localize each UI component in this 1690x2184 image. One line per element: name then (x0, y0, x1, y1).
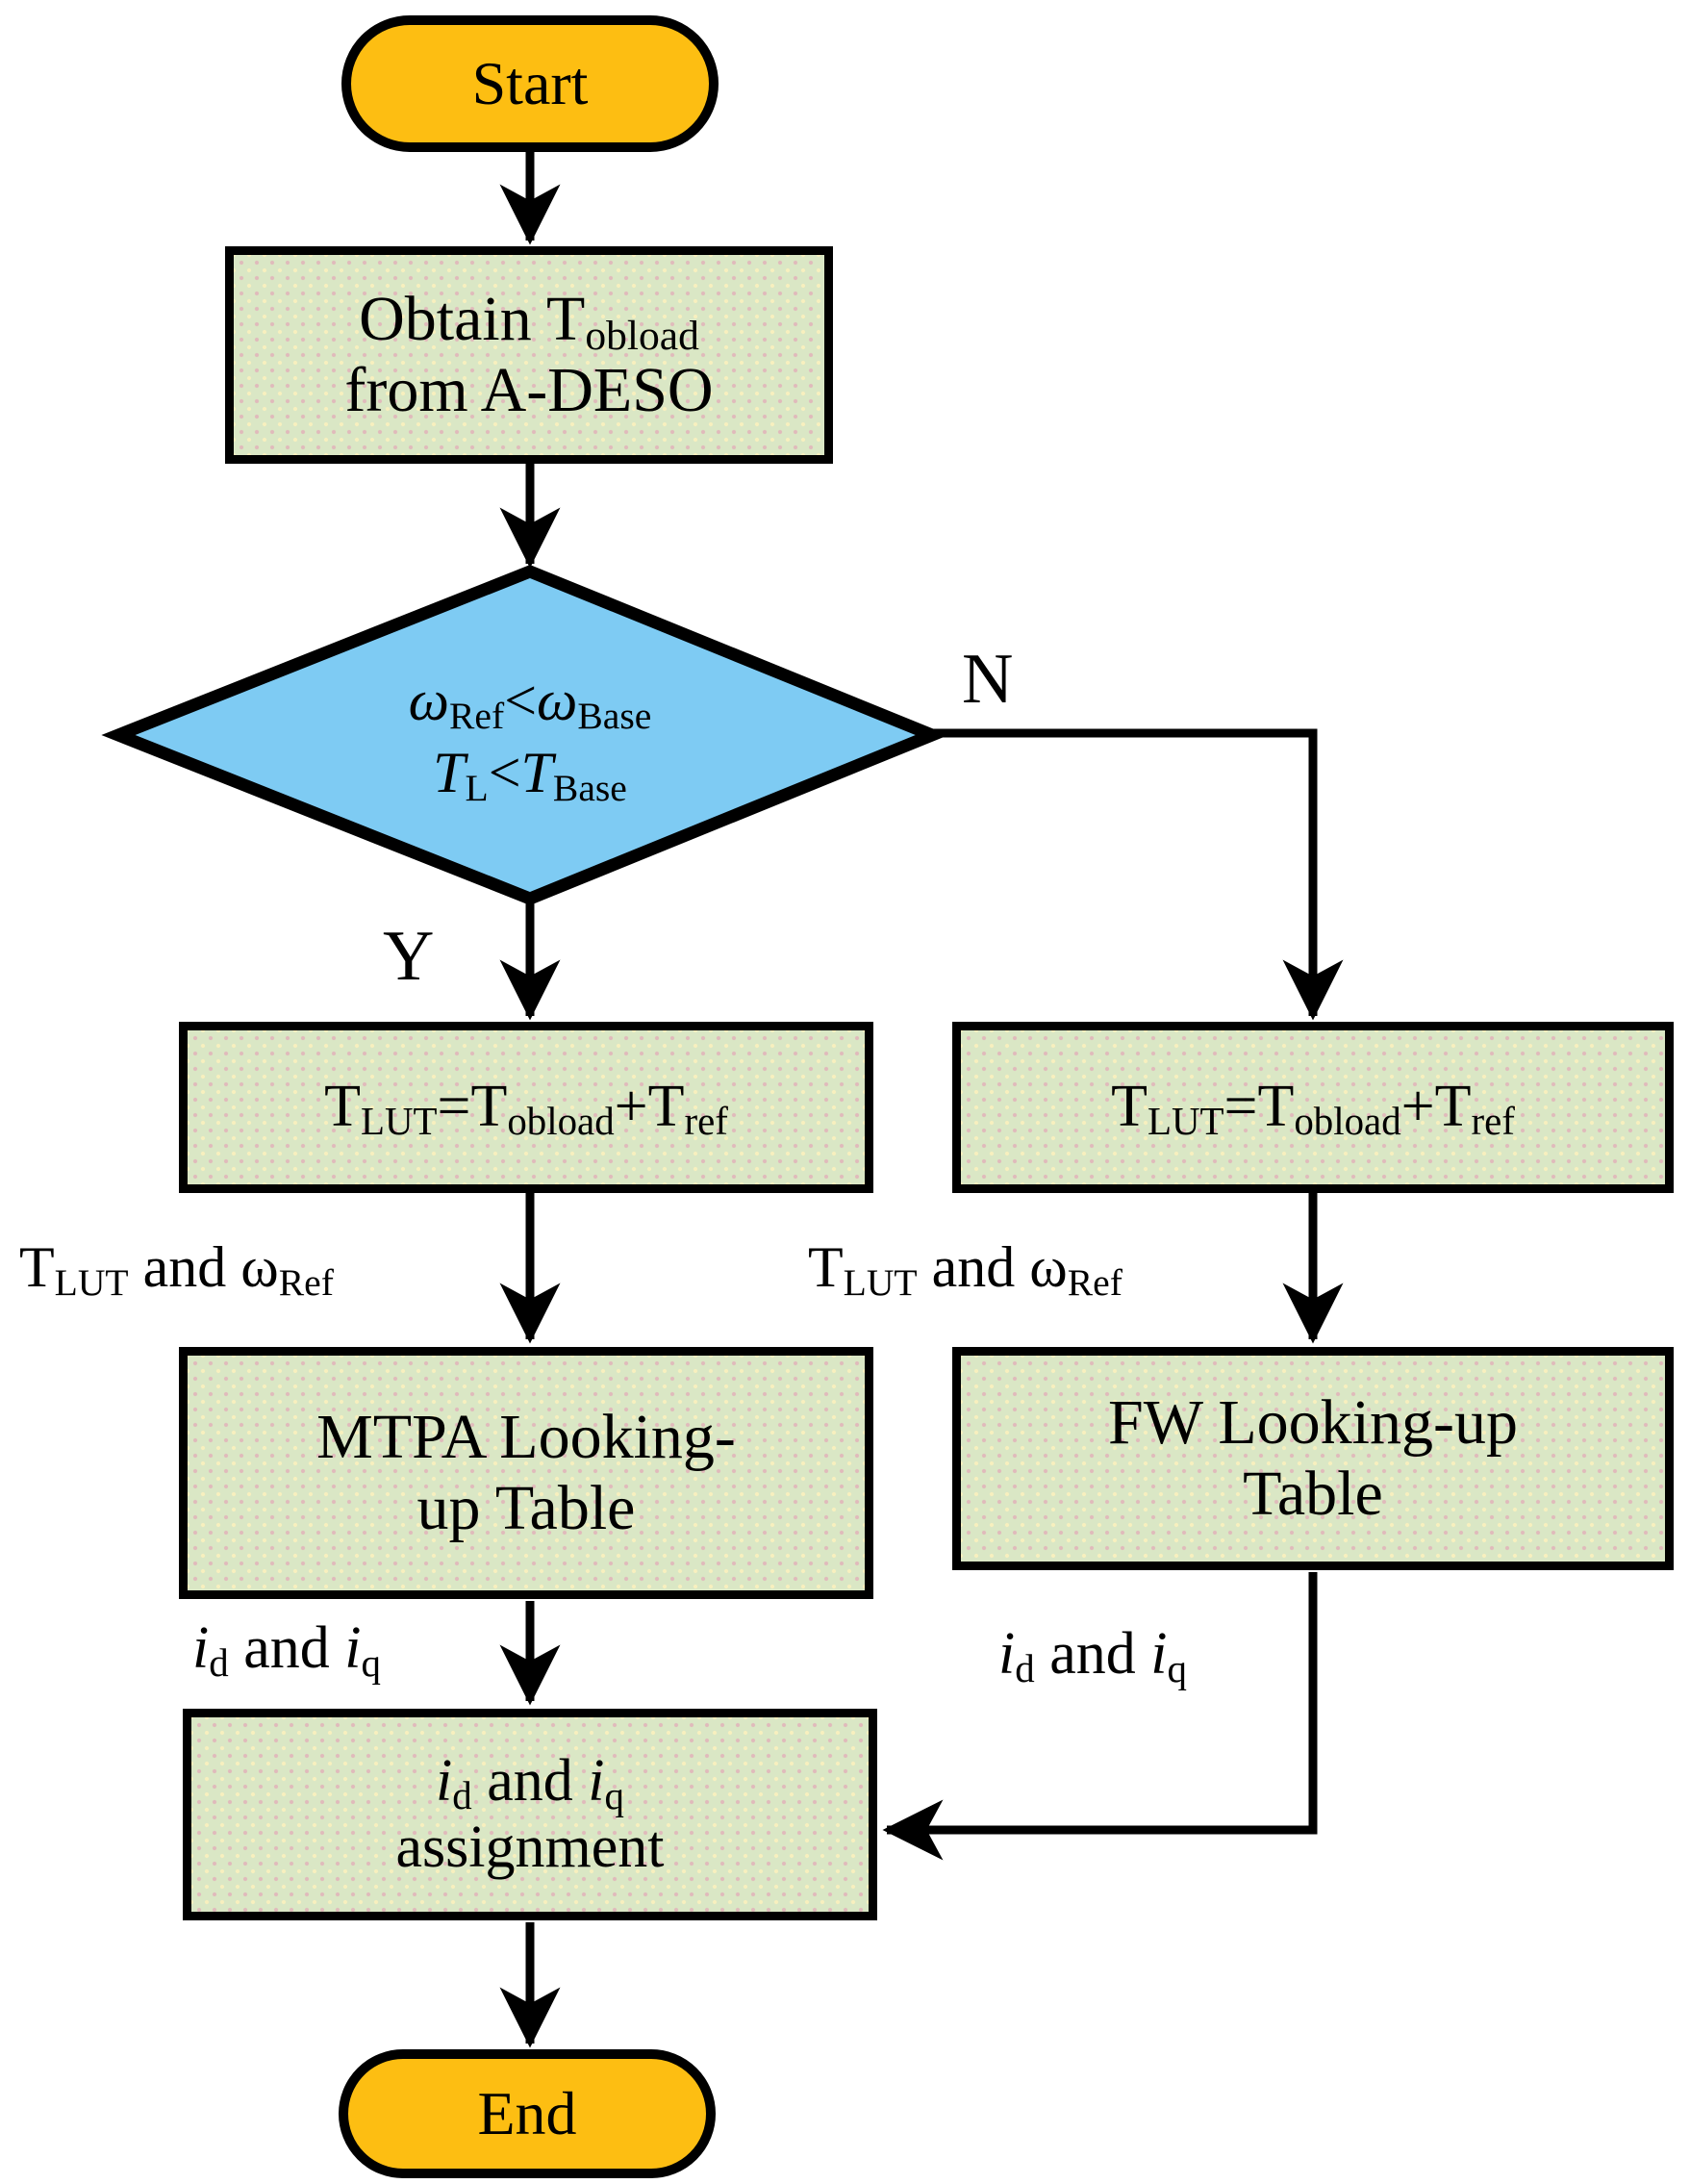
branch-label-yes: Y (383, 917, 435, 996)
arrow-fw-to-assignment (882, 1572, 1318, 1861)
lut-wref-label-left: TLUT and ωRef (19, 1235, 334, 1304)
idq-label-left: id and iq (192, 1615, 381, 1685)
end-label: End (477, 2079, 577, 2148)
branch-label-no: N (962, 640, 1014, 719)
lut-wref-label-right: TLUT and ωRef (808, 1235, 1122, 1304)
idq-label-right: id and iq (998, 1621, 1187, 1690)
tlut-formula-right-node: TLUT=Tobload+Tref (952, 1022, 1674, 1193)
mtpa-lookup-table-node: MTPA Looking-up Table (179, 1347, 873, 1599)
arrow-decision-to-tlut-right (932, 728, 1344, 1021)
decision-diamond-shape (101, 564, 949, 906)
end-node: End (339, 2049, 716, 2178)
start-node: Start (341, 15, 719, 152)
tlut-formula-left-node: TLUT=Tobload+Tref (179, 1022, 873, 1193)
start-label: Start (471, 49, 589, 118)
